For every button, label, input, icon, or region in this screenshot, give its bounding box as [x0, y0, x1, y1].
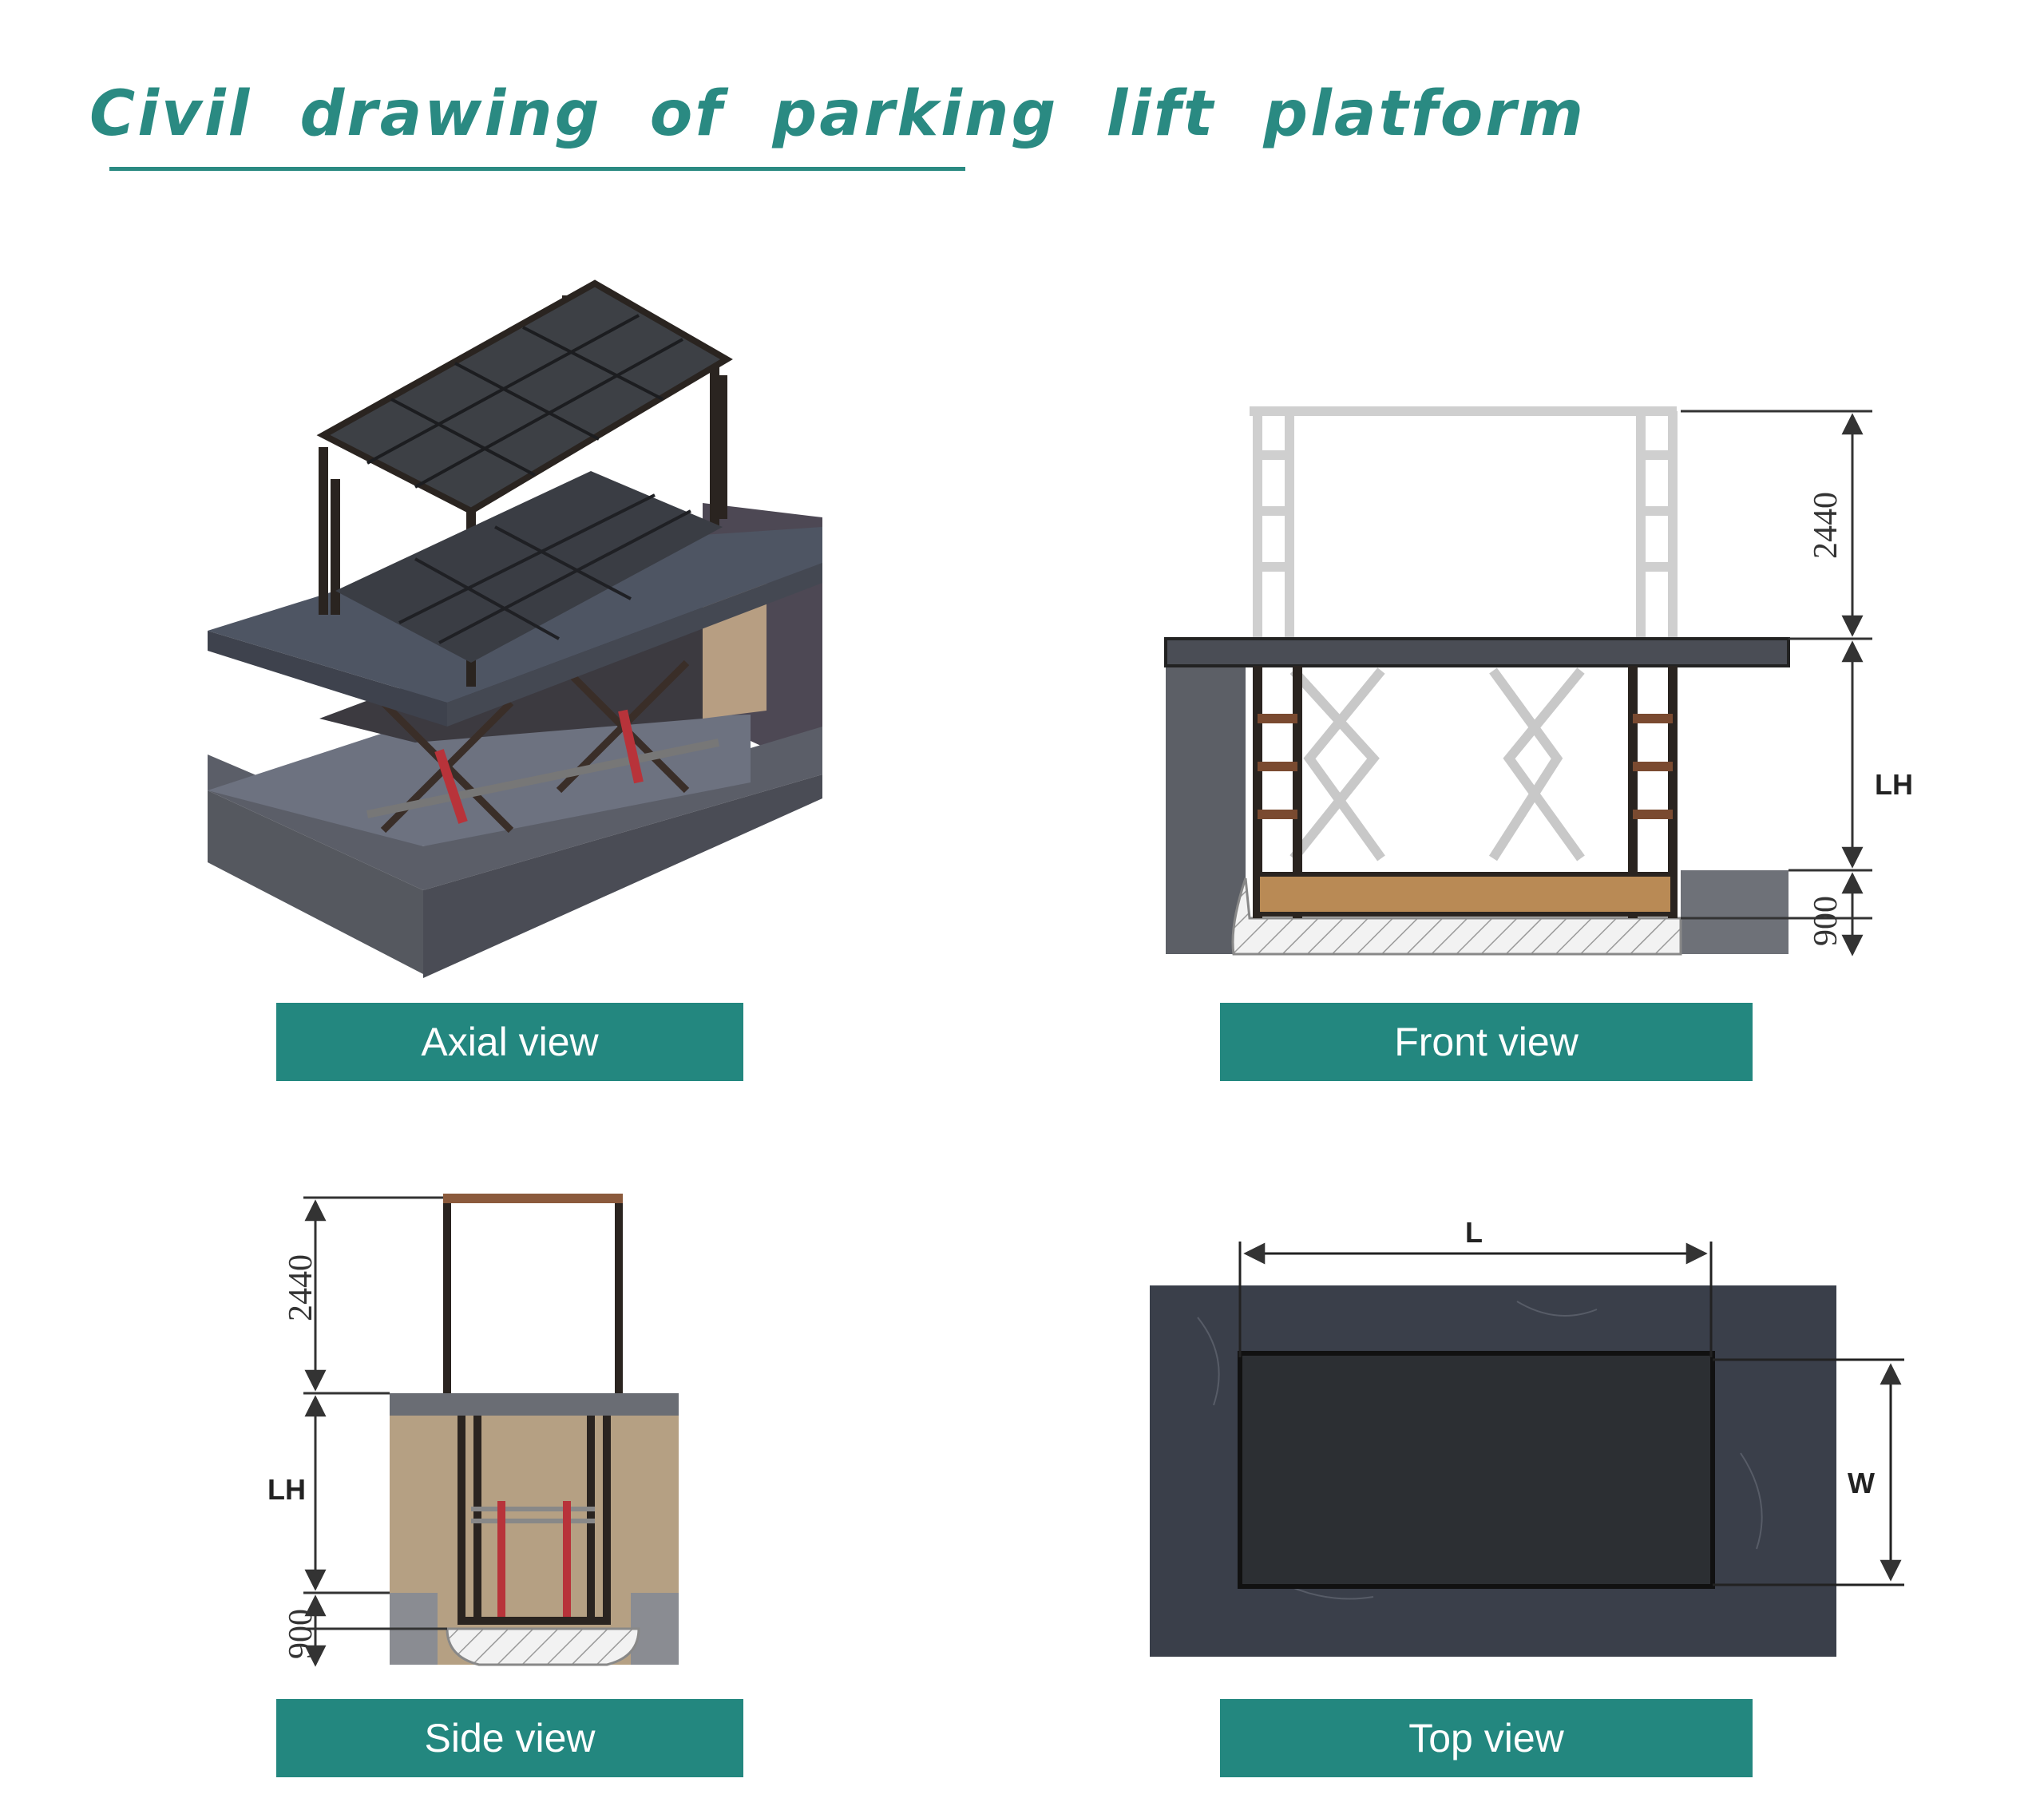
front-left-wall — [1166, 639, 1246, 954]
side-pit-hatch — [446, 1627, 640, 1666]
front-view-label: Front view — [1220, 1003, 1753, 1081]
side-cylinders — [497, 1501, 571, 1617]
pit-top-rim — [208, 715, 751, 846]
front-pit-hatch — [1231, 877, 1682, 956]
hydraulic-cylinders — [434, 709, 644, 824]
front-dim-900: 900 — [1808, 896, 1844, 946]
side-view-drawing: 2440 LH 900 — [267, 1194, 679, 1667]
side-top-slab — [390, 1393, 679, 1416]
axial-view-label: Axial view — [276, 1003, 743, 1081]
top-view-label: Top view — [1220, 1699, 1753, 1777]
front-top-slab — [1164, 637, 1790, 667]
top-dim-w: W — [1848, 1467, 1875, 1499]
top-view-drawing: L W — [1150, 1216, 1904, 1657]
front-right-rim — [1681, 870, 1788, 954]
side-dim-lh: LH — [267, 1473, 306, 1506]
top-dim-l: L — [1465, 1216, 1483, 1249]
side-dim-900: 900 — [283, 1609, 319, 1659]
side-dimension-lines — [303, 1196, 447, 1667]
front-view-drawing: 2440 LH 900 — [1164, 406, 1913, 956]
pit-front-face — [208, 727, 822, 890]
side-frame-top-bar — [443, 1194, 623, 1203]
title-underline — [109, 167, 965, 171]
front-dim-2440: 2440 — [1808, 492, 1844, 559]
canopy-roof — [316, 279, 733, 515]
side-inner-frame — [458, 1416, 611, 1625]
axial-view-drawing — [208, 279, 822, 978]
lower-deck — [335, 471, 723, 663]
front-ghost-scissors — [1289, 667, 1585, 861]
side-view-label: Side view — [276, 1699, 743, 1777]
front-base-frame — [1255, 872, 1675, 917]
front-ghost-frame — [1250, 406, 1678, 639]
side-upper-frame — [443, 1198, 623, 1393]
side-dim-2440: 2440 — [283, 1254, 319, 1321]
front-dimension-lines — [1681, 410, 1872, 956]
top-dimension-lines — [1238, 1242, 1904, 1586]
top-platform — [1238, 1351, 1715, 1589]
page-title: Civil drawing of parking lift platform — [89, 78, 1586, 150]
front-dim-lh: LH — [1875, 768, 1913, 801]
